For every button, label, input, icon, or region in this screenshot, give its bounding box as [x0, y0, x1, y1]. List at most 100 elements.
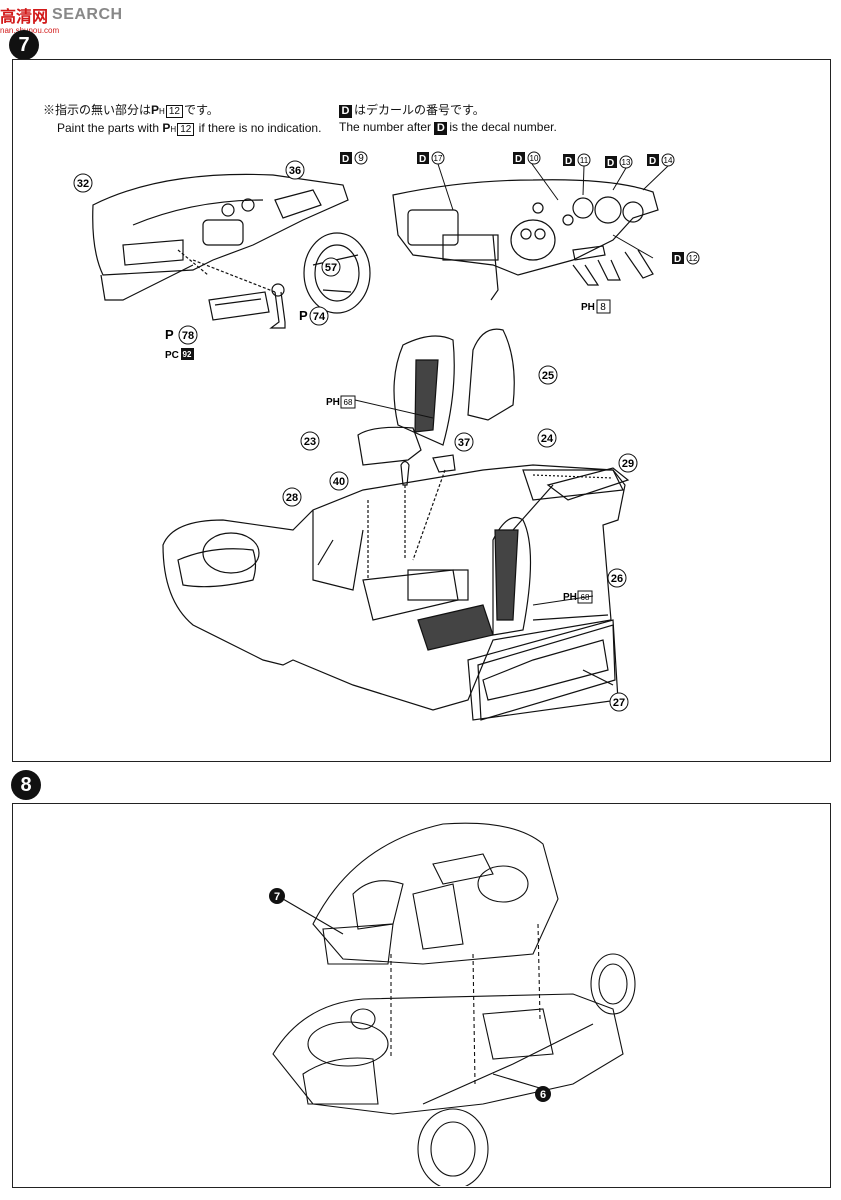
svg-text:P: P: [165, 327, 174, 342]
callout-7: 7: [269, 888, 285, 904]
watermark: 高清网 SEARCH nan.shunou.com: [0, 4, 123, 35]
seat-part-23: [357, 335, 455, 466]
door-panel-part-27: [477, 624, 616, 721]
shift-lever-part-74: [269, 283, 286, 329]
callout-24: 24: [537, 428, 557, 448]
note-en-left-text: Paint the parts with: [57, 121, 160, 135]
dashboard-part-32: [92, 173, 349, 301]
seat-back-part-29: [546, 467, 630, 501]
note-jp-left-code: 12: [165, 105, 183, 118]
part-37: [432, 454, 456, 473]
svg-text:78: 78: [182, 330, 194, 342]
decal-10: D 10: [513, 151, 541, 165]
svg-text:12: 12: [689, 254, 698, 263]
svg-text:57: 57: [325, 262, 337, 274]
decal-d-icon-2: D: [434, 122, 448, 135]
svg-text:37: 37: [458, 437, 470, 449]
svg-text:26: 26: [611, 573, 623, 585]
svg-text:D: D: [674, 254, 681, 265]
callout-29: 29: [618, 453, 638, 473]
callout-28: 28: [282, 487, 302, 507]
svg-text:74: 74: [313, 311, 326, 323]
svg-text:17: 17: [434, 154, 443, 163]
decal-d-icon: D: [339, 105, 352, 118]
svg-text:28: 28: [286, 492, 298, 504]
callout-74: 74: [309, 306, 329, 326]
decal-12: D 12: [672, 251, 700, 265]
note-en-right-end: is the decal number.: [449, 120, 557, 134]
svg-text:D: D: [419, 154, 426, 165]
note-en-left-end: if there is no indication.: [198, 121, 322, 135]
svg-text:92: 92: [183, 350, 192, 359]
svg-text:68: 68: [344, 398, 353, 407]
callout-32: 32: [73, 173, 93, 193]
note-en-left-code: 12: [177, 123, 195, 136]
callout-25: 25: [538, 365, 558, 385]
svg-text:24: 24: [541, 433, 554, 445]
svg-text:7: 7: [274, 891, 280, 903]
callout-26: 26: [607, 568, 627, 588]
svg-text:32: 32: [77, 178, 89, 190]
decal-13: D 13: [605, 155, 633, 169]
watermark-en: SEARCH: [52, 6, 123, 23]
callout-78: 78: [178, 325, 198, 345]
console-part-26: [407, 569, 469, 601]
decal-14: D 14: [647, 153, 675, 167]
svg-text:PH: PH: [563, 592, 577, 603]
svg-text:D: D: [342, 154, 349, 165]
svg-text:6: 6: [540, 1089, 546, 1101]
svg-text:D: D: [607, 158, 614, 169]
svg-text:D: D: [515, 154, 522, 165]
steering-wheel-part-57: [303, 232, 371, 314]
svg-text:9: 9: [358, 153, 364, 164]
svg-text:13: 13: [622, 158, 631, 167]
svg-text:PH: PH: [581, 302, 595, 313]
step-8-illustration: 7 6: [269, 822, 636, 1186]
dashboard-decal-view: [392, 179, 659, 301]
svg-text:PC: PC: [165, 350, 179, 361]
svg-text:27: 27: [613, 697, 625, 709]
svg-text:23: 23: [304, 436, 316, 448]
note-jp-right-text: はデカールの番号です。: [354, 103, 485, 117]
part-40: [400, 460, 410, 486]
svg-text:29: 29: [622, 458, 634, 470]
callout-37: 37: [454, 432, 474, 452]
svg-text:D: D: [649, 156, 656, 167]
svg-text:36: 36: [289, 165, 301, 177]
step-8-panel: 7 6: [12, 803, 831, 1188]
note-jp-left-end: です。: [183, 103, 219, 117]
callouts: 32 36 57 74 78 25 23 37 24 40 29 28 26 2…: [73, 160, 638, 712]
step-8-badge: 8: [11, 770, 41, 800]
paint-code-part74: P: [299, 308, 308, 323]
note-jp-left-text: ※指示の無い部分は: [43, 103, 152, 117]
seat-back-part-25: [467, 328, 515, 421]
interior-tub-step-7: [312, 822, 559, 965]
svg-text:14: 14: [664, 156, 673, 165]
svg-text:10: 10: [530, 154, 539, 163]
callout-36: 36: [285, 160, 305, 180]
callout-6: 6: [535, 1086, 551, 1102]
callout-23: 23: [300, 431, 320, 451]
radio-part-78: [208, 291, 270, 321]
body-tub: [162, 464, 626, 721]
callout-57: 57: [321, 257, 341, 277]
step-7-illustration: 32 36 57 74 78 25 23 37 24 40 29 28 26 2…: [73, 151, 700, 721]
watermark-cn: 高清网: [0, 7, 49, 26]
step-7-badge: 7: [9, 30, 39, 60]
decal-17: D 17: [417, 151, 445, 165]
svg-text:25: 25: [542, 370, 554, 382]
callout-40: 40: [329, 471, 349, 491]
svg-text:40: 40: [333, 476, 345, 488]
